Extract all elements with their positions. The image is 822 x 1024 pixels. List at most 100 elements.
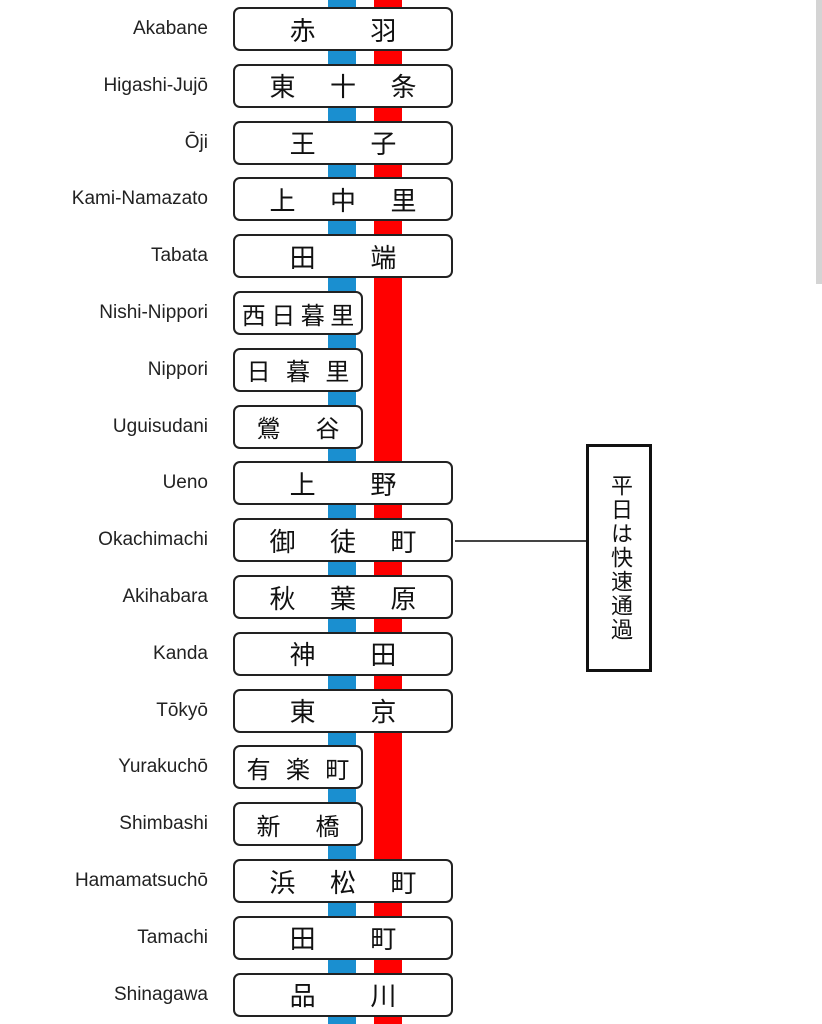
station-kanji-char: 暮 [300, 301, 325, 330]
station-kanji-name: 鶯谷 [235, 409, 361, 444]
station-box: 日暮里 [233, 347, 363, 392]
station-kanji-char: 松 [329, 868, 356, 899]
station-box: 鶯谷 [233, 404, 363, 449]
station-kanji-name: 上中里 [235, 181, 451, 218]
station-kanji-char: 京 [370, 698, 397, 729]
station-box: 田端 [233, 234, 453, 279]
station-kanji-char: 条 [390, 73, 417, 104]
station-kanji-char: 浜 [269, 868, 296, 899]
station-kanji-char: 秋 [269, 584, 296, 615]
station-kanji-name: 田端 [235, 238, 451, 275]
station-box: 東十条 [233, 63, 453, 108]
station-romaji-label: Tabata [150, 245, 208, 267]
station-box: 品川 [233, 972, 453, 1017]
rapid-pass-note-text: 平日は快速通過 [607, 474, 632, 642]
station-kanji-name: 田町 [235, 919, 451, 956]
station-romaji-label: Hamamatsuchō [74, 870, 208, 891]
station-kanji-char: 御 [269, 527, 296, 558]
station-kanji-name: 品川 [235, 976, 451, 1013]
station-kanji-char: 町 [370, 925, 397, 956]
station-romaji-label: Shimbashi [119, 813, 208, 835]
station-box: 神田 [233, 631, 453, 676]
station-kanji-name: 上野 [235, 465, 451, 502]
red-line [374, 0, 402, 1024]
station-kanji-name: 秋葉原 [235, 579, 451, 616]
scrollbar-edge [816, 0, 822, 284]
station-kanji-char: 暮 [285, 358, 310, 387]
station-kanji-name: 新橋 [235, 807, 361, 842]
station-kanji-char: 羽 [370, 16, 397, 47]
station-kanji-char: 田 [289, 243, 316, 274]
station-kanji-char: 日 [246, 358, 271, 387]
station-box: 浜松町 [233, 859, 453, 903]
station-box: 上中里 [233, 177, 453, 222]
station-kanji-char: 楽 [285, 755, 310, 784]
station-box: 御徒町 [233, 518, 453, 563]
station-kanji-char: 東 [289, 698, 316, 729]
station-romaji-label: Okachimachi [98, 529, 208, 551]
station-romaji-label: Tōkyō [156, 699, 208, 721]
station-kanji-name: 神田 [235, 635, 451, 672]
station-kanji-char: 徒 [329, 527, 356, 558]
station-box: 王子 [233, 120, 453, 165]
station-romaji-label: Kanda [153, 642, 208, 664]
station-kanji-char: 赤 [289, 16, 316, 47]
station-kanji-char: 田 [289, 925, 316, 956]
station-romaji-label: Akabane [132, 18, 208, 39]
rapid-pass-note: 平日は快速通過 [586, 444, 652, 672]
station-kanji-name: 有楽町 [235, 750, 361, 785]
station-kanji-char: 里 [330, 301, 355, 330]
station-box: 西日暮里 [233, 291, 363, 335]
station-kanji-char: 新 [256, 812, 281, 841]
station-kanji-char: 橋 [315, 812, 340, 841]
station-romaji-label: Kami-Namazato [71, 188, 208, 210]
station-romaji-label: Ōji [184, 131, 208, 153]
station-box: 田町 [233, 915, 453, 960]
station-kanji-char: 里 [325, 358, 350, 387]
station-kanji-char: 鶯 [256, 415, 281, 444]
station-kanji-name: 赤羽 [235, 11, 451, 48]
station-box: 有楽町 [233, 745, 363, 790]
station-kanji-char: 町 [390, 868, 417, 899]
station-romaji-label: Nippori [147, 358, 208, 380]
station-kanji-char: 子 [370, 130, 397, 161]
station-kanji-char: 十 [329, 73, 356, 104]
station-kanji-name: 浜松町 [235, 863, 451, 900]
station-kanji-char: 町 [390, 527, 417, 558]
station-kanji-name: 西日暮里 [235, 296, 361, 331]
blue-line [328, 0, 356, 1024]
station-kanji-char: 東 [269, 73, 296, 104]
station-kanji-char: 葉 [329, 584, 356, 615]
station-box: 東京 [233, 688, 453, 733]
station-kanji-char: 里 [390, 186, 417, 217]
station-kanji-name: 東京 [235, 692, 451, 729]
station-romaji-label: Shinagawa [113, 983, 208, 1005]
station-kanji-name: 王子 [235, 124, 451, 161]
station-kanji-char: 上 [289, 470, 316, 501]
station-romaji-label: Ueno [162, 472, 208, 494]
station-romaji-label: Nishi-Nippori [99, 302, 208, 323]
station-romaji-label: Uguisudani [112, 415, 208, 437]
station-kanji-char: 中 [329, 186, 356, 217]
note-connector [455, 540, 587, 542]
station-kanji-char: 田 [370, 641, 397, 672]
station-kanji-char: 西 [241, 301, 266, 330]
station-kanji-char: 端 [370, 243, 397, 274]
station-kanji-name: 御徒町 [235, 522, 451, 559]
station-kanji-char: 川 [370, 982, 397, 1013]
station-box: 上野 [233, 461, 453, 506]
station-romaji-label: Tamachi [137, 926, 208, 948]
station-kanji-char: 神 [289, 641, 316, 672]
station-kanji-char: 上 [269, 186, 296, 217]
station-kanji-char: 野 [370, 470, 397, 501]
station-kanji-char: 谷 [315, 415, 340, 444]
station-kanji-char: 原 [390, 584, 417, 615]
station-kanji-char: 品 [289, 982, 316, 1013]
station-kanji-char: 日 [271, 301, 296, 330]
station-box: 赤羽 [233, 7, 453, 51]
station-kanji-char: 王 [289, 130, 316, 161]
station-box: 新橋 [233, 802, 363, 847]
station-kanji-name: 東十条 [235, 67, 451, 104]
station-kanji-name: 日暮里 [235, 352, 361, 387]
